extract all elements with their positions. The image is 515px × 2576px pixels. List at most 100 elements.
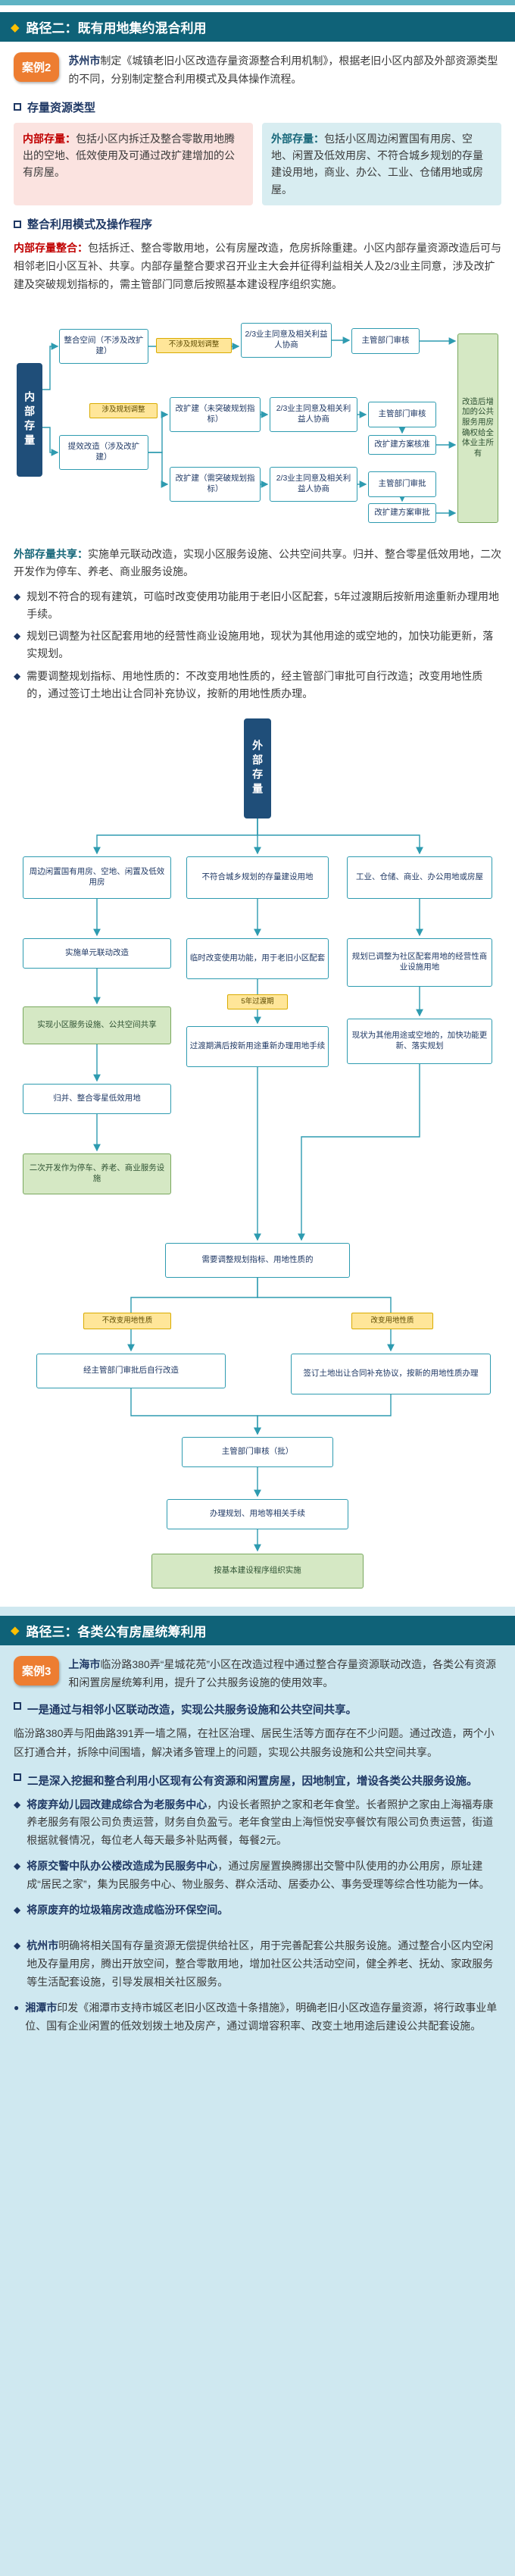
list-item: ◆ 将原废弃的垃圾箱房改造成临汾环保空间。 (0, 1898, 515, 1924)
point2-title: 二是深入挖掘和整合利用小区现有公有资源和闲置房屋，因地制宜，增设各类公共服务设施… (0, 1767, 515, 1792)
flow1-upgrade-node: 提效改造（涉及改扩建） (59, 434, 148, 470)
flow2-cat3-node: 工业、仓储、商业、办公用地或房屋 (347, 856, 492, 899)
case2-text: 苏州市制定《城镇老旧小区改造存量资源整合利用机制》，根据老旧小区内部及外部资源类… (68, 52, 501, 89)
resource-type-title-text: 存量资源类型 (27, 101, 96, 114)
flow2-cat2-node: 不符合城乡规划的存量建设用地 (186, 856, 329, 899)
diamond-bullet-icon: ◆ (14, 631, 21, 642)
flow2-procedure-node: 办理规划、用地等相关手续 (167, 1498, 348, 1529)
case2-body: 制定《城镇老旧小区改造存量资源整合利用机制》，根据老旧小区内部及外部资源类型的不… (68, 55, 498, 85)
external-stock-body: 包括小区周边闲置国有用房、空地、闲置及低效用房、不符合城乡规划的存量建设用地，商… (271, 132, 483, 196)
external-share-body: 实施单元联动改造，实现小区服务设施、公共空间共享。归并、整合零星低效用地，二次开… (14, 547, 501, 578)
point1-title-text: 一是通过与相邻小区联动改造，实现公共服务设施和公共空间共享。 (27, 1704, 357, 1717)
spacer (0, 1923, 515, 1934)
internal-integration-title: 内部存量整合： (14, 242, 88, 255)
sub-bullet-rest: ，内设长者照护之家和老年食堂。长者照护之家由上海福寿康养老服务有限公司负责运营，… (27, 1798, 494, 1847)
internal-stock-body: 包括小区内拆迁及整合零散用地腾出的空地、低效使用及可通过改扩建增加的公有房屋。 (23, 132, 235, 179)
diamond-icon: ◆ (11, 20, 20, 34)
point1-body: 临汾路380弄与阳曲路391弄一墙之隔，在社区治理、居民生活等方面存在不少问题。… (14, 1727, 495, 1758)
sub-bullet-lead: 将原废弃的垃圾箱房改造成临汾环保空间。 (27, 1903, 229, 1916)
flow1-exceed-node: 改扩建（需突破规划指标） (170, 466, 261, 502)
diamond-bullet-icon: ◆ (14, 1861, 21, 1872)
case3-city: 上海市 (68, 1657, 101, 1670)
diamond-bullet-icon: ◆ (14, 1798, 21, 1810)
list-item: ◆ 规划不符合的现有建筑，可临时改变使用功能用于老旧小区配套，5年过渡期后按新用… (0, 586, 515, 625)
other-case-body: 明确将相关国有存量资源无偿提供给社区，用于完善配套公共服务设施。通过整合小区内空… (27, 1939, 494, 1989)
case3-body: 临汾路380弄“星城花苑”小区在改造过程中通过整合存量资源联动改造，各类公有资源… (68, 1657, 497, 1689)
flow1-consent1-node: 2/3业主同意及相关利益人协商 (241, 322, 332, 358)
case3-block: 案例3 上海市临汾路380弄“星城花苑”小区在改造过程中通过整合存量资源联动改造… (0, 1648, 515, 1697)
square-bullet-icon (14, 1702, 21, 1711)
list-item: ◆ 杭州市明确将相关国有存量资源无偿提供给社区，用于完善配套公共服务设施。通过整… (0, 1934, 515, 1995)
internal-integration-para: 内部存量整合：包括拆迁、整合零散用地，公有房屋改造，危房拆除重建。小区内部存量资… (0, 235, 515, 298)
circle-bullet-icon: ● (14, 2002, 20, 2013)
external-stock-flowchart: 外部存量 周边闲置国有用房、空地、闲置及低效用房 不符合城乡规划的存量建设用地 … (14, 712, 501, 1599)
external-stock-box: 外部存量：包括小区周边闲置国有用房、空地、闲置及低效用房、不符合城乡规划的存量建… (262, 122, 501, 206)
flow2-n5-node: 规划已调整为社区配套用地的经营性商业设施用地 (347, 937, 492, 987)
sub-bullet-text: 将原交警中队办公楼改造成为民服务中心，通过房屋置换腾挪出交警中队使用的办公用房，… (27, 1858, 501, 1894)
other-case-text: 湘潭市印发《湘潭市支持市城区老旧小区改造十条措施》，明确老旧小区改造存量资源，将… (25, 1999, 501, 2036)
external-share-title: 外部存量共享： (14, 547, 88, 560)
sub-bullet-lead: 将原交警中队办公楼改造成为民服务中心 (27, 1860, 218, 1873)
square-bullet-icon (14, 220, 21, 228)
other-case-city: 杭州市 (27, 1939, 59, 1952)
internal-stock-box: 内部存量：包括小区内拆迁及整合零散用地腾出的空地、低效使用及可通过改扩建增加的公… (14, 122, 253, 206)
flow2-n3-node: 临时改变使用功能，用于老旧小区配套 (186, 937, 329, 979)
flow2-decision-node: 需要调整规划指标、用地性质的 (165, 1242, 350, 1278)
flow2-n2-node: 归并、整合零星低效用地 (23, 1083, 171, 1114)
diamond-bullet-icon: ◆ (14, 591, 21, 603)
internal-integration-body: 包括拆迁、整合零散用地，公有房屋改造，危房拆除重建。小区内部存量资源改造后可与相… (14, 242, 501, 290)
path2-header: ◆ 路径二：既有用地集约混合利用 (0, 12, 515, 42)
square-bullet-icon (14, 1773, 21, 1782)
flow1-review2-node: 主管部门审核 (368, 401, 436, 427)
flow1-plan-ok-node: 改扩建方案核准 (368, 434, 436, 455)
flow-arrows (93, 818, 423, 1552)
flow2-g2-node: 二次开发作为停车、养老、商业服务设施 (23, 1153, 171, 1194)
flow2-n1-node: 实施单元联动改造 (23, 937, 171, 969)
list-item: ◆ 将废弃幼儿园改建成综合为老服务中心，内设长者照护之家和老年食堂。长者照护之家… (0, 1793, 515, 1855)
internal-stock-title: 内部存量： (23, 132, 76, 145)
diamond-icon: ◆ (11, 1624, 20, 1638)
path2-header-title: 路径二：既有用地集约混合利用 (26, 21, 207, 36)
other-case-city: 湘潭市 (25, 2001, 58, 2014)
external-stock-title: 外部存量： (271, 132, 324, 145)
stock-type-boxes: 内部存量：包括小区内拆迁及整合零散用地腾出的空地、低效使用及可通过改扩建增加的公… (0, 118, 515, 211)
flow2-e2-node: 签订土地出让合同补充协议，按新的用地性质办理 (291, 1353, 491, 1394)
list-item: ◆ 需要调整规划指标、用地性质的：不改变用地性质的，经主管部门审批可自行改造；改… (0, 665, 515, 705)
resource-type-title: 存量资源类型 (0, 93, 515, 118)
flow1-outcome-node: 改造后增加的公共服务用房确权给全体业主所有 (457, 333, 498, 523)
path3-section: ◆ 路径三：各类公有房屋统筹利用 案例3 上海市临汾路380弄“星城花苑”小区在… (0, 1606, 515, 2576)
flow1-source-node: 内部存量 (17, 362, 42, 477)
flow2-label-5y: 5年过渡期 (227, 994, 288, 1009)
flow1-consent2-node: 2/3业主同意及相关利益人协商 (270, 396, 357, 432)
other-case-body: 印发《湘潭市支持市城区老旧小区改造十条措施》，明确老旧小区改造存量资源，将行政事… (25, 2001, 498, 2032)
case2-city: 苏州市 (68, 55, 101, 67)
mode-title-text: 整合利用模式及操作程序 (27, 218, 153, 232)
flow2-g1-node: 实现小区服务设施、公共空间共享 (23, 1006, 171, 1044)
flow2-cat1-node: 周边闲置国有用房、空地、闲置及低效用房 (23, 856, 171, 899)
square-bullet-icon (14, 103, 21, 111)
sub-bullet-text: 将原废弃的垃圾箱房改造成临汾环保空间。 (27, 1901, 228, 1920)
flow2-source-node: 外部存量 (244, 718, 271, 818)
other-case-text: 杭州市明确将相关国有存量资源无偿提供给社区，用于完善配套公共服务设施。通过整合小… (27, 1937, 501, 1991)
flow2-label-keep: 不改变用地性质 (83, 1312, 171, 1329)
bullet-text: 需要调整规划指标、用地性质的：不改变用地性质的，经主管部门审批可自行改造；改变用… (27, 669, 483, 700)
case3-text: 上海市临汾路380弄“星城花苑”小区在改造过程中通过整合存量资源联动改造，各类公… (68, 1656, 501, 1692)
flow1-integrate-node: 整合空间（不涉及改扩建） (59, 328, 148, 364)
flow1-review1-node: 主管部门审核 (351, 327, 420, 354)
point2-title-text: 二是深入挖掘和整合利用小区现有公有资源和闲置房屋，因地制宜，增设各类公共服务设施… (27, 1776, 478, 1789)
bullet-text: 规划已调整为社区配套用地的经营性商业设施用地，现状为其他用途的或空地的，加快功能… (27, 630, 494, 660)
flow1-approve-node: 主管部门审批 (368, 471, 436, 497)
flow1-not-exceed-node: 改扩建（未突破规划指标） (170, 396, 261, 432)
path2-bullet-list: ◆ 规划不符合的现有建筑，可临时改变使用功能用于老旧小区配套，5年过渡期后按新用… (0, 586, 515, 705)
bullet-text: 规划不符合的现有建筑，可临时改变使用功能用于老旧小区配套，5年过渡期后按新用途重… (27, 590, 500, 621)
case3-badge: 案例3 (14, 1655, 60, 1686)
diamond-bullet-icon: ◆ (14, 1940, 21, 1952)
path3-header-title: 路径三：各类公有房屋统筹利用 (26, 1624, 207, 1639)
point1-title: 一是通过与相邻小区联动改造，实现公共服务设施和公共空间共享。 (0, 1696, 515, 1721)
flow1-plan-approve-node: 改扩建方案审批 (368, 502, 436, 523)
flow1-label-plan: 涉及规划调整 (89, 402, 158, 418)
sub-bullet-lead: 将废弃幼儿园改建成综合为老服务中心 (27, 1798, 208, 1811)
flow2-n6-node: 现状为其他用途或空地的，加快功能更新、落实规划 (347, 1018, 492, 1064)
path3-header: ◆ 路径三：各类公有房屋统筹利用 (0, 1615, 515, 1645)
